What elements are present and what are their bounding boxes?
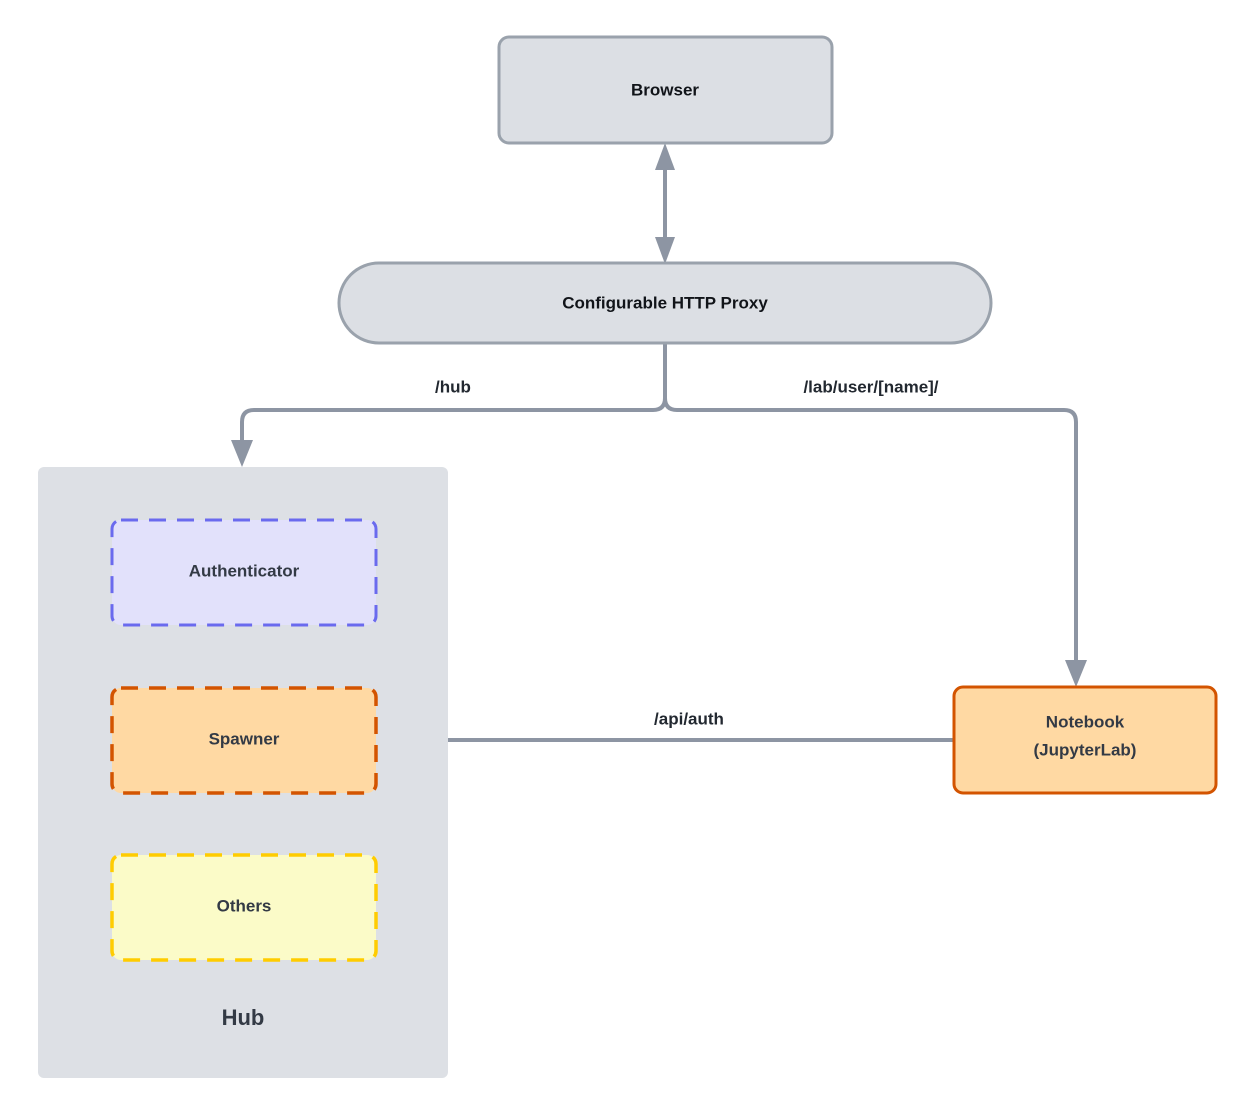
edge-label-lab-user: /lab/user/[name]/ xyxy=(803,377,938,396)
node-others[interactable]: Others xyxy=(110,853,378,962)
edge-proxy-notebook-line xyxy=(663,343,1078,673)
edge-notebook-spawner xyxy=(382,729,954,751)
arrow-head-up-to-browser xyxy=(655,143,675,170)
arrow-head-to-hub xyxy=(231,440,253,467)
edge-browser-proxy xyxy=(655,143,675,264)
notebook-label-line1: Notebook xyxy=(1046,712,1125,731)
edge-proxy-hub xyxy=(231,343,667,467)
notebook-label-line2: (JupyterLab) xyxy=(1034,740,1137,759)
node-authenticator[interactable]: Authenticator xyxy=(110,518,378,627)
node-notebook[interactable]: Notebook (JupyterLab) xyxy=(952,685,1218,795)
edge-label-hub: /hub xyxy=(435,377,471,396)
node-spawner[interactable]: Spawner xyxy=(110,686,378,795)
edge-label-api-auth: /api/auth xyxy=(654,709,724,728)
edge-proxy-notebook xyxy=(663,343,1087,687)
arrow-head-down-to-proxy xyxy=(655,237,675,264)
hub-label: Hub xyxy=(222,1005,265,1030)
spawner-box[interactable] xyxy=(110,686,378,795)
node-browser[interactable]: Browser xyxy=(497,35,834,145)
notebook-box[interactable] xyxy=(952,685,1218,795)
browser-label: Browser xyxy=(631,80,699,99)
node-configurable-http-proxy[interactable]: Configurable HTTP Proxy xyxy=(337,261,993,345)
node-hub[interactable]: Authenticator Spawner Others Hub xyxy=(38,467,448,1078)
proxy-box[interactable] xyxy=(337,261,993,345)
others-box[interactable] xyxy=(110,853,378,962)
proxy-label: Configurable HTTP Proxy xyxy=(562,293,768,312)
spawner-label: Spawner xyxy=(209,729,280,748)
edge-proxy-hub-line xyxy=(240,343,667,453)
authenticator-label: Authenticator xyxy=(189,561,300,580)
others-label: Others xyxy=(217,896,272,915)
authenticator-box[interactable] xyxy=(110,518,378,627)
arrow-head-to-notebook xyxy=(1065,660,1087,687)
browser-box[interactable] xyxy=(497,35,834,145)
